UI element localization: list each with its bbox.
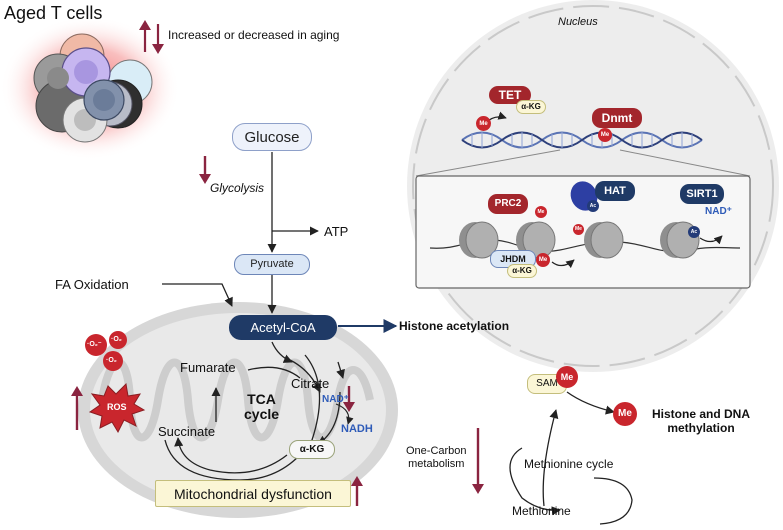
tet-enzyme: TET <box>489 86 531 104</box>
superoxide-1 <box>85 334 107 356</box>
glucose-node: Glucose <box>232 123 312 151</box>
aging-arrows <box>71 156 484 506</box>
sirt1-enzyme: SIRT1 <box>680 184 724 204</box>
histone-methyl-mark-2: Me <box>573 224 584 235</box>
citrate-label: Citrate <box>291 376 330 391</box>
nucleus-region <box>407 0 779 372</box>
title-aged-t-cells: Aged T cells <box>4 3 103 23</box>
nucleosome-2 <box>516 221 556 259</box>
superoxide-label-2: ·O₂ <box>111 336 122 343</box>
nucleosome-1 <box>459 221 499 259</box>
superoxide-2 <box>109 331 127 349</box>
legend-label: Increased or decreased in aging <box>168 28 340 42</box>
tet-akg-cofactor: α-KG <box>516 100 546 114</box>
tca-nadh: NADH <box>341 423 373 435</box>
acetyl-coa-node: Acetyl-CoA <box>229 315 337 340</box>
histone-acetylation-label: Histone acetylation <box>399 319 510 333</box>
legend-arrows <box>139 20 164 54</box>
hat-acetyl-mark: Ac <box>587 200 599 212</box>
tca-akg-node: α-KG <box>289 440 335 459</box>
superoxide-label-3: ·O₂ <box>106 357 117 364</box>
sirt1-nad-plus: NAD⁺ <box>705 206 732 217</box>
superoxide-3 <box>103 351 123 371</box>
tca-nad-plus: NAD⁺ <box>322 394 349 405</box>
histone-dna-methylation-label: Histone and DNA methylation <box>652 407 751 436</box>
aged-t-cells-illustration <box>0 16 180 160</box>
hat-enzyme: HAT <box>595 181 635 201</box>
released-methyl-group: Me <box>613 402 637 426</box>
sirt1-acetyl-mark: Ac <box>688 226 700 238</box>
prc2-complex: PRC2 <box>488 194 528 214</box>
methionine-label: Methionine <box>512 504 571 518</box>
histone-methyl-mark-3: Me <box>536 253 550 267</box>
mito-dysfunction-box: Mitochondrial dysfunction <box>155 480 351 507</box>
sam-methyl-group: Me <box>556 366 578 388</box>
ros-label: ROS <box>107 402 127 412</box>
jhdm-akg-cofactor: α-KG <box>507 264 537 278</box>
histone-methyl-mark-1: Me <box>535 206 547 218</box>
ros-starburst <box>88 382 146 434</box>
glycolysis-label: Glycolysis <box>210 181 265 195</box>
fumarate-label: Fumarate <box>180 360 236 375</box>
pyruvate-node: Pyruvate <box>234 254 310 275</box>
dna-methyl-mark-2: Me <box>598 128 612 142</box>
dna-methyl-mark-1: Me <box>476 116 491 131</box>
one-carbon-label: One-Carbon metabolism <box>406 445 467 470</box>
tca-cycle-title: TCA cycle <box>244 391 280 423</box>
dnmt-enzyme: Dnmt <box>592 108 642 128</box>
superoxide-label-1: ·O₂⁻ <box>87 341 102 348</box>
nucleosome-3 <box>584 221 624 259</box>
atp-label: ATP <box>324 224 349 239</box>
fa-oxidation-label: FA Oxidation <box>55 277 129 292</box>
pathway-arrows <box>162 152 633 525</box>
methionine-cycle-label: Methionine cycle <box>524 457 614 471</box>
nucleus-label: Nucleus <box>558 16 598 28</box>
succinate-label: Succinate <box>158 424 216 439</box>
